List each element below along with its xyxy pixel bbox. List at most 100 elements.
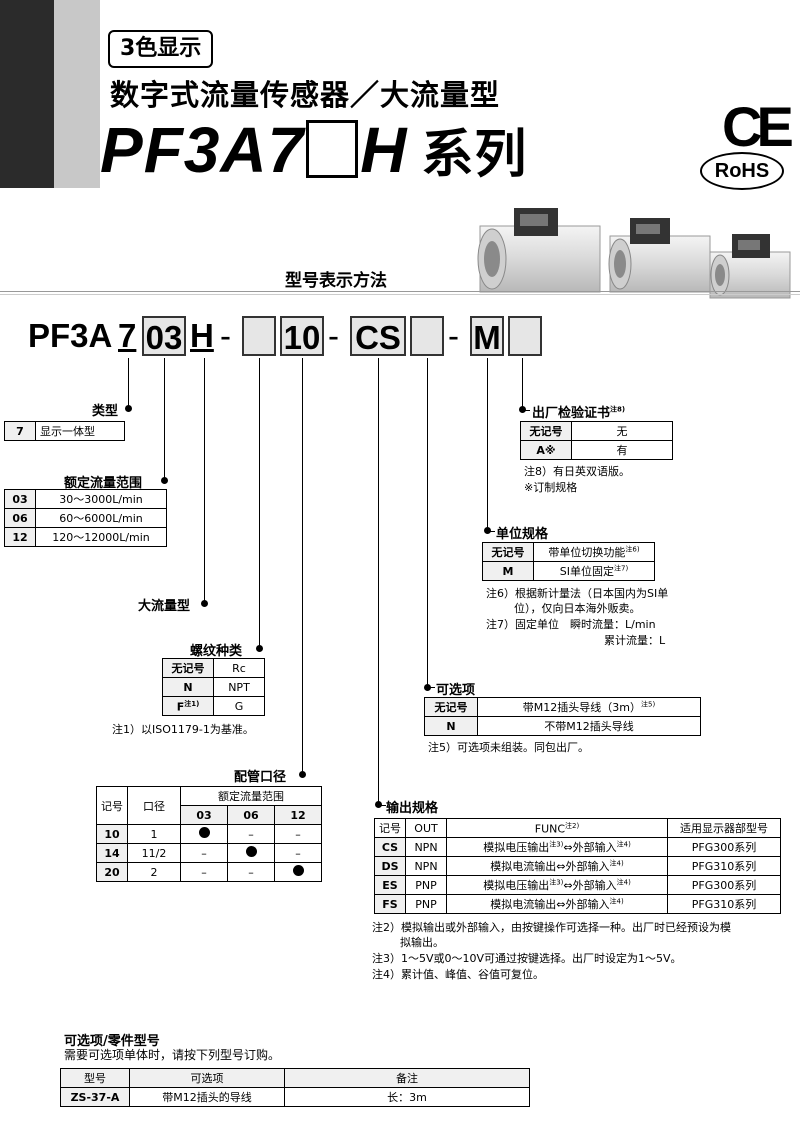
port-header-range: 额定流量范围: [180, 786, 322, 806]
available-dot-icon: [292, 865, 304, 876]
thread-code: F注1): [162, 696, 214, 716]
leader-cert: [522, 358, 523, 410]
code-port-box: 10: [280, 316, 324, 356]
flow-range-title: 额定流量范围: [64, 476, 143, 491]
port-header-mark: 记号: [96, 786, 128, 825]
type-table: 7 显示一体型: [4, 421, 125, 441]
output-func-a: 模拟电流输出: [490, 860, 557, 873]
leader-unit: [487, 358, 488, 530]
parts-title: 可选项/零件型号: [64, 1034, 160, 1049]
thread-code: 无记号: [162, 658, 214, 678]
range-desc: 120～12000L/min: [35, 527, 167, 547]
output-out: PNP: [405, 875, 447, 895]
output-func-note3: 注3): [549, 878, 564, 887]
code-dash-3: -: [448, 317, 459, 354]
output-func-b: ⇔外部输入: [556, 860, 610, 873]
port-cell: –: [180, 862, 228, 882]
table-row: 无记号 带M12插头导线（3m）注5): [424, 697, 701, 717]
parts-header-model: 型号: [60, 1068, 130, 1088]
leader-thread: [259, 358, 260, 648]
code-thread-box: [242, 316, 276, 356]
range-desc: 60～6000L/min: [35, 508, 167, 528]
rohs-logo: RoHS: [700, 152, 784, 190]
header-gray-bar: [54, 0, 100, 188]
table-row: ZS-37-A 带M12插头的导线 长：3m: [60, 1087, 530, 1107]
port-cell: [180, 824, 228, 844]
section-divider: [0, 291, 800, 292]
leader-range: [164, 358, 165, 480]
port-header-col: 12: [274, 805, 322, 825]
series-suffix: H: [360, 114, 408, 186]
output-model: PFG300系列: [667, 875, 781, 895]
output-func-a: 模拟电流输出: [490, 898, 557, 911]
leader-large-flow: [204, 358, 205, 604]
code-range-box: 03: [142, 316, 186, 356]
port-cell: –: [274, 824, 322, 844]
product-photos: [477, 208, 791, 299]
cert-note-2: ※订制规格: [524, 481, 578, 494]
thread-desc: G: [213, 696, 265, 716]
output-model: PFG300系列: [667, 837, 781, 857]
thread-code: N: [162, 677, 214, 697]
range-desc: 30～3000L/min: [35, 489, 167, 509]
parts-remark: 长：3m: [284, 1087, 530, 1107]
output-func-b: ⇔外部输入: [556, 898, 610, 911]
parts-header-option: 可选项: [129, 1068, 285, 1088]
parts-option: 带M12插头的导线: [129, 1087, 285, 1107]
code-prefix: PF3A: [28, 317, 113, 354]
port-size: 11/2: [127, 843, 181, 863]
option-code: N: [424, 716, 478, 736]
output-header-model: 适用显示器部型号: [667, 818, 781, 838]
cert-code: 无记号: [520, 421, 572, 441]
option-desc-text: 带M12插头导线（3m）: [522, 701, 641, 714]
type-desc: 显示一体型: [35, 421, 125, 441]
output-note-2: 拟输出。: [400, 936, 444, 949]
available-dot-icon: [245, 846, 257, 857]
parts-model: ZS-37-A: [60, 1087, 130, 1107]
sensor-large-image: [477, 208, 601, 293]
code-cert-box: [508, 316, 542, 356]
leader-dot-range: [161, 477, 168, 484]
output-code: ES: [374, 875, 406, 895]
leader-output-tick: [378, 805, 386, 806]
code-dash-2: -: [328, 317, 339, 354]
code-dash-1: -: [220, 317, 231, 354]
option-note: 注5）可选项未组装。同包出厂。: [428, 741, 589, 754]
leader-dot-large-flow: [201, 600, 208, 607]
option-desc: 不带M12插头导线: [477, 716, 701, 736]
section-divider-light: [0, 294, 800, 295]
output-func: 模拟电流输出⇔外部输入注4): [446, 856, 668, 876]
option-desc-note: 注5): [641, 700, 656, 709]
header-dark-bar: [0, 0, 54, 188]
port-cell: –: [227, 824, 275, 844]
output-model: PFG310系列: [667, 856, 781, 876]
output-func-b: ⇔外部输入: [563, 879, 617, 892]
table-row: 记号 口径 额定流量范围: [96, 786, 322, 825]
output-note-1: 注2）模拟输出或外部输入，由按键操作可选择一种。出厂时已经预设为模: [372, 921, 731, 934]
unit-code: M: [482, 561, 534, 581]
output-note-4: 注4）累计值、峰值、谷值可复位。: [372, 968, 544, 981]
port-code: 14: [96, 843, 128, 863]
port-cell: [227, 843, 275, 863]
output-func-note4: 注4): [609, 897, 624, 906]
type-title: 类型: [92, 404, 119, 419]
output-func-b: ⇔外部输入: [563, 841, 617, 854]
port-code: 10: [96, 824, 128, 844]
unit-note-1: 注6）根据新计量法（日本国内为SI单: [486, 587, 669, 600]
port-cell: –: [180, 843, 228, 863]
unit-note-2: 位），仅向日本海外贩卖。: [514, 602, 641, 615]
code-unit-box: M: [470, 316, 504, 356]
output-func: 模拟电流输出⇔外部输入注4): [446, 894, 668, 914]
output-func-a: 模拟电压输出: [483, 879, 550, 892]
unit-title: 单位规格: [496, 527, 549, 542]
option-code: 无记号: [424, 697, 478, 717]
code-output-box: CS: [350, 316, 406, 356]
thread-title: 螺纹种类: [190, 644, 243, 659]
output-header-func: FUNC注2): [446, 818, 668, 838]
